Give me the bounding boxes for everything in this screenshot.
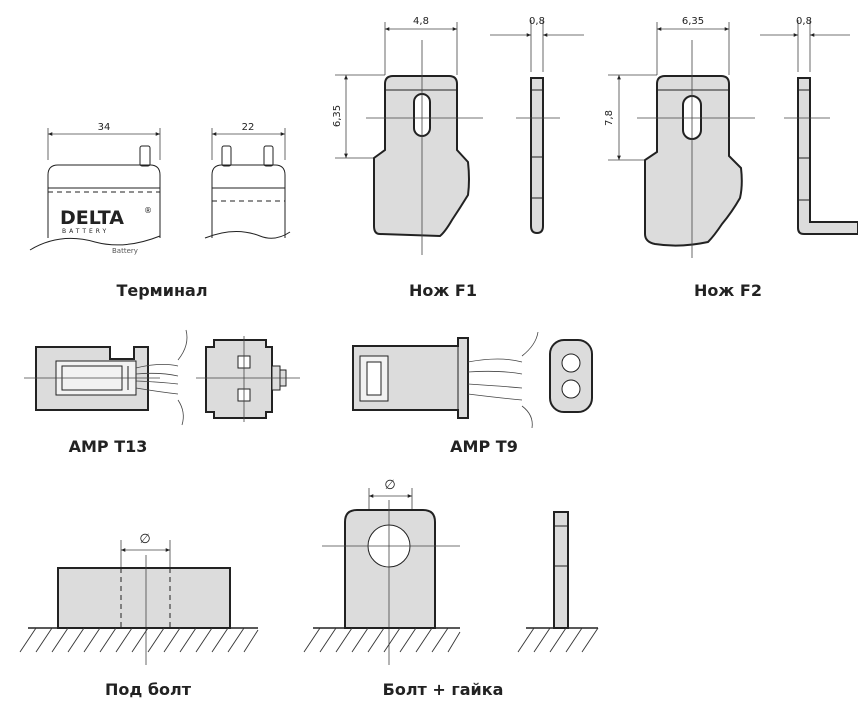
t9-end-view	[549, 339, 593, 413]
dim-f2-thickness: 0,8	[796, 16, 812, 27]
amp-t13-drawing	[24, 329, 300, 426]
caption-bolt-nut: Болт + гайка	[382, 680, 504, 699]
terminal-drawing: 34 DELTA ® BATTERY Battery 22	[29, 122, 291, 255]
f1-blade	[373, 75, 470, 238]
delta-logo: DELTA ® BATTERY Battery	[60, 206, 152, 255]
f2-drawing: 6,35 7,8 0,8	[604, 16, 858, 258]
dim-f1-thickness: 0,8	[529, 16, 545, 27]
bolt-nut-lug	[344, 509, 436, 629]
ground-hatch-2	[303, 627, 461, 653]
caption-f1: Нож F1	[409, 281, 477, 300]
dim-f1-width: 4,8	[413, 16, 429, 27]
caption-terminal: Терминал	[116, 281, 208, 300]
ground-hatch-3	[517, 627, 599, 653]
caption-f2: Нож F2	[694, 281, 762, 300]
dim-terminal-depth: 22	[242, 122, 255, 133]
bolt-nut-drawing: ∅	[303, 478, 599, 665]
label-fragment: Battery	[112, 247, 138, 255]
bolt-nut-side-view	[553, 511, 569, 629]
t13-end-view	[205, 339, 273, 419]
logo-sub: BATTERY	[62, 228, 109, 235]
registered-mark: ®	[144, 206, 152, 215]
f1-side-view	[530, 77, 544, 235]
dim-f1-height: 6,35	[332, 105, 343, 127]
logo-text: DELTA	[60, 207, 124, 229]
ground-hatch-1	[19, 627, 259, 653]
dim-f2-height: 7,8	[604, 110, 615, 126]
caption-amp-t9: AMP T9	[450, 437, 518, 456]
bolt-drawing: ∅	[19, 532, 259, 665]
amp-t9-drawing	[352, 331, 593, 429]
dim-f2-width: 6,35	[682, 16, 704, 27]
dim-bolt-nut-diameter: ∅	[384, 478, 395, 493]
caption-amp-t13: AMP T13	[68, 437, 148, 456]
dim-bolt-diameter: ∅	[139, 532, 150, 547]
dim-terminal-width: 34	[98, 122, 111, 133]
caption-bolt: Под болт	[104, 680, 192, 699]
f2-side-view	[797, 77, 858, 235]
battery-front-view: 34 DELTA ® BATTERY Battery	[29, 122, 161, 255]
f1-drawing: 4,8 6,35 0,8	[332, 16, 584, 255]
bolt-terminal-body	[57, 567, 231, 629]
battery-side-view: 22	[204, 122, 291, 239]
battery-post	[139, 145, 151, 167]
